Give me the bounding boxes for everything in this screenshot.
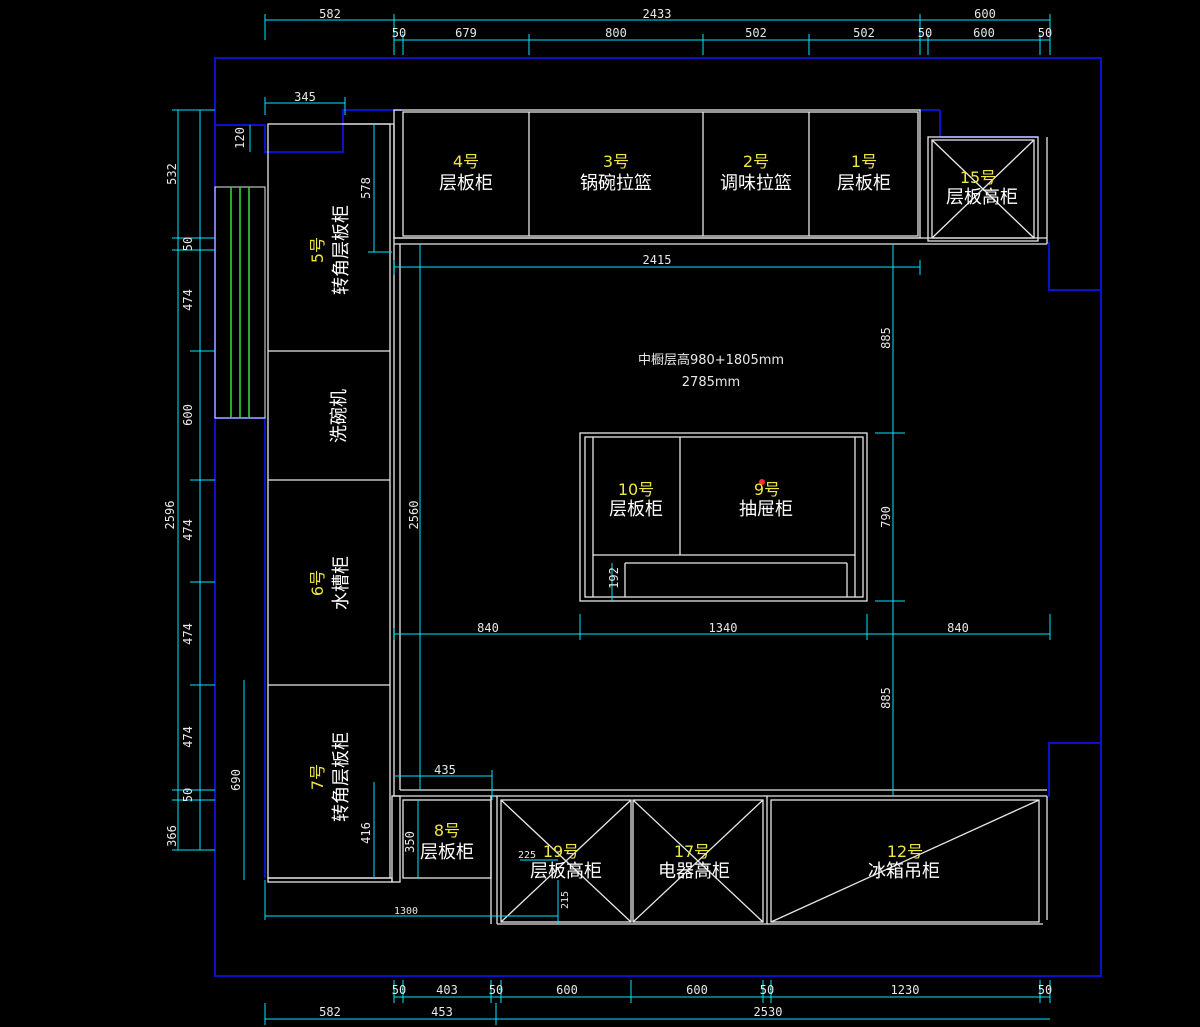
dim-left-366: 366 bbox=[165, 825, 179, 847]
dim-bot-50b: 50 bbox=[489, 983, 503, 997]
dim-left-50a: 50 bbox=[181, 237, 195, 251]
cabinet-5-number: 5号 bbox=[308, 237, 327, 263]
dim-350: 350 bbox=[403, 831, 417, 853]
dim-bot-600b: 600 bbox=[686, 983, 708, 997]
wall-right-lower bbox=[1048, 742, 1101, 797]
cabinet-7-name: 转角层板柜 bbox=[331, 732, 352, 822]
dim-2560: 2560 bbox=[407, 501, 421, 530]
cabinet-1-number: 1号 bbox=[851, 152, 877, 171]
cabinet-17-name: 电器高柜 bbox=[658, 861, 730, 882]
cabinet-6-name: 水槽柜 bbox=[331, 556, 352, 610]
cabinet-4-name: 层板柜 bbox=[439, 173, 493, 194]
dim-840b: 840 bbox=[947, 621, 969, 635]
cabinet-15-name: 层板高柜 bbox=[946, 187, 1018, 208]
cabinet-9-number: 9号 bbox=[754, 480, 780, 499]
cabinet-2-number: 2号 bbox=[743, 152, 769, 171]
dim-left-600: 600 bbox=[181, 404, 195, 426]
dimension-texts: 582 2433 600 50 679 800 502 502 50 600 5… bbox=[163, 7, 1052, 1019]
dim-bot-50c: 50 bbox=[760, 983, 774, 997]
dim-bot-1230: 1230 bbox=[891, 983, 920, 997]
height-note-line1: 中橱层高980+1805mm bbox=[638, 352, 784, 368]
dim-790: 790 bbox=[879, 506, 893, 528]
cabinet-15-number: 15号 bbox=[960, 168, 996, 187]
dim-bot-2530: 2530 bbox=[754, 1005, 783, 1019]
dim-bot-453: 453 bbox=[431, 1005, 453, 1019]
dim-top-50a: 50 bbox=[392, 26, 406, 40]
cabinet-1-name: 层板柜 bbox=[837, 173, 891, 194]
dim-345: 345 bbox=[294, 90, 316, 104]
dim-578: 578 bbox=[359, 177, 373, 199]
dim-top-50c: 50 bbox=[1038, 26, 1052, 40]
dim-215: 215 bbox=[560, 891, 571, 909]
cabinet-8-number: 8号 bbox=[434, 821, 460, 840]
dim-top-800: 800 bbox=[605, 26, 627, 40]
dim-left-2596: 2596 bbox=[163, 501, 177, 530]
wall-top-left bbox=[214, 109, 402, 187]
dishwasher-label: 洗碗机 bbox=[329, 389, 350, 443]
dim-top-582: 582 bbox=[319, 7, 341, 21]
cabinet-3-name: 锅碗拉篮 bbox=[580, 173, 652, 194]
outer-wall bbox=[214, 57, 1102, 977]
dim-left-532: 532 bbox=[165, 163, 179, 185]
dim-bot-600a: 600 bbox=[556, 983, 578, 997]
dim-top-2433: 2433 bbox=[643, 7, 672, 21]
dim-690: 690 bbox=[229, 769, 243, 791]
cabinet-labels: 4号 层板柜 3号 锅碗拉篮 2号 调味拉篮 1号 层板柜 15号 层板高柜 5… bbox=[308, 152, 1018, 882]
height-note-line2: 2785mm bbox=[682, 375, 740, 390]
cabinet-19-number: 19号 bbox=[543, 842, 579, 861]
dim-left-474d: 474 bbox=[181, 726, 195, 748]
dim-top-502a: 502 bbox=[745, 26, 767, 40]
window bbox=[214, 186, 266, 419]
dim-top-600b: 600 bbox=[973, 26, 995, 40]
dim-2415: 2415 bbox=[643, 253, 672, 267]
cabinet-5-name: 转角层板柜 bbox=[331, 205, 352, 295]
dim-left-474b: 474 bbox=[181, 519, 195, 541]
dim-840a: 840 bbox=[477, 621, 499, 635]
cabinet-2-name: 调味拉篮 bbox=[720, 173, 792, 194]
dim-1340: 1340 bbox=[709, 621, 738, 635]
dim-left-474a: 474 bbox=[181, 289, 195, 311]
dim-885b: 885 bbox=[879, 687, 893, 709]
cabinet-19-name: 层板高柜 bbox=[530, 861, 602, 882]
cabinet-4-number: 4号 bbox=[453, 152, 479, 171]
dim-1300: 1300 bbox=[394, 906, 418, 917]
dim-left-474c: 474 bbox=[181, 623, 195, 645]
dim-left-50b: 50 bbox=[181, 788, 195, 802]
dim-416: 416 bbox=[359, 822, 373, 844]
dim-120: 120 bbox=[233, 127, 247, 149]
cabinet-7-number: 7号 bbox=[308, 764, 327, 790]
cabinet-10-name: 层板柜 bbox=[609, 499, 663, 520]
dim-top-600: 600 bbox=[974, 7, 996, 21]
dim-top-50b: 50 bbox=[918, 26, 932, 40]
cabinet-8-name: 层板柜 bbox=[420, 842, 474, 863]
dim-bot-403: 403 bbox=[436, 983, 458, 997]
wall-right-upper bbox=[1048, 242, 1101, 291]
dim-bot-582: 582 bbox=[319, 1005, 341, 1019]
dim-bot-50d: 50 bbox=[1038, 983, 1052, 997]
island bbox=[579, 432, 868, 602]
dim-225: 225 bbox=[518, 850, 536, 861]
dim-885a: 885 bbox=[879, 327, 893, 349]
dim-top-502b: 502 bbox=[853, 26, 875, 40]
cabinet-3-number: 3号 bbox=[603, 152, 629, 171]
dim-435: 435 bbox=[434, 763, 456, 777]
bottom-cabinets bbox=[267, 789, 1048, 925]
dimension-lines bbox=[172, 14, 1051, 1025]
cabinet-12-number: 12号 bbox=[887, 842, 923, 861]
cabinet-17-number: 17号 bbox=[674, 842, 710, 861]
cabinet-10-number: 10号 bbox=[618, 480, 654, 499]
dim-192: 192 bbox=[607, 567, 621, 589]
wall-left-lower bbox=[215, 417, 266, 878]
cabinet-6-number: 6号 bbox=[308, 570, 327, 596]
cabinet-9-name: 抽屉柜 bbox=[739, 499, 793, 520]
dim-top-679: 679 bbox=[455, 26, 477, 40]
dim-bot-50a: 50 bbox=[392, 983, 406, 997]
cabinet-12-name: 冰箱吊柜 bbox=[868, 861, 940, 882]
